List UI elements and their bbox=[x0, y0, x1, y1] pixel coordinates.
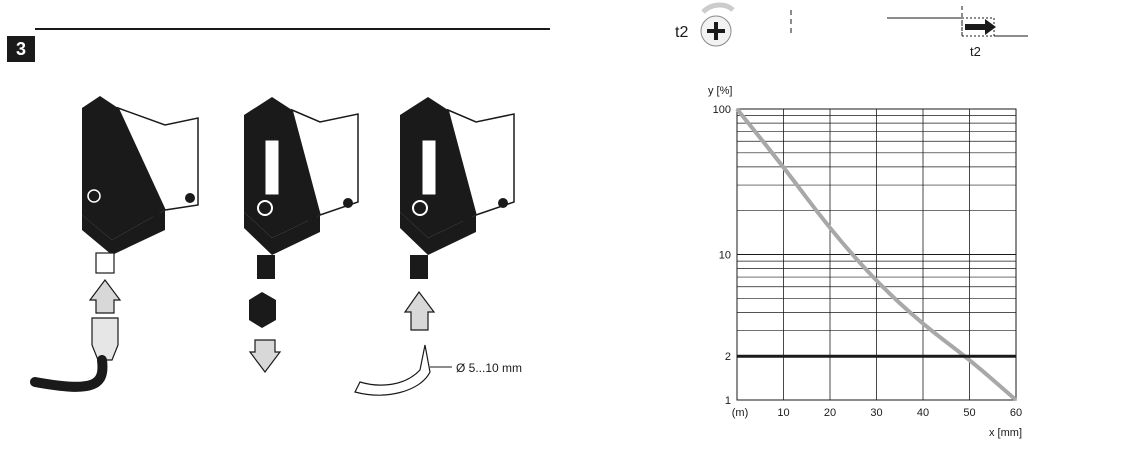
t2-label-right: t2 bbox=[970, 44, 981, 59]
header-rule bbox=[35, 28, 550, 30]
chart-x-tick-label: 30 bbox=[870, 407, 882, 419]
chart-frame bbox=[736, 108, 1017, 401]
chart-y-tick-label: 2 bbox=[725, 351, 731, 363]
timing-sketch bbox=[700, 2, 1028, 47]
chart-x-tick-label: 10 bbox=[777, 407, 789, 419]
chart-x-tick-label: (m) bbox=[732, 407, 749, 419]
chart-y-tick-label: 10 bbox=[719, 250, 731, 262]
chart-x-tick-label: 50 bbox=[963, 407, 975, 419]
cable-diameter-label: Ø 5...10 mm bbox=[456, 361, 523, 375]
chart-xlabel: x [mm] bbox=[989, 427, 1022, 439]
chart-plot-border bbox=[736, 108, 1017, 401]
chart-ylabel: y [%] bbox=[708, 85, 732, 97]
step-number-badge: 3 bbox=[7, 36, 35, 62]
sensor-illustration-gland bbox=[244, 97, 359, 373]
chart: (m) 10 20 30 40 50 60 100 10 2 1 y [%] x [mm] bbox=[708, 85, 1022, 439]
sensor-illustration-connector bbox=[30, 96, 199, 392]
chart-ticks: (m) 10 20 30 40 50 60 100 10 2 1 bbox=[713, 104, 1022, 419]
chart-x-tick-label: 20 bbox=[824, 407, 836, 419]
chart-x-tick-label: 40 bbox=[917, 407, 929, 419]
chart-y-tick-label: 1 bbox=[725, 395, 731, 407]
sensor-illustration-wires bbox=[354, 97, 515, 396]
t2-label-left: t2 bbox=[675, 24, 689, 41]
right-arrow-icon bbox=[965, 19, 996, 35]
chart-series-curve bbox=[735, 107, 1018, 402]
chart-y-tick-label: 100 bbox=[713, 104, 731, 116]
chart-x-tick-label: 60 bbox=[1010, 407, 1022, 419]
